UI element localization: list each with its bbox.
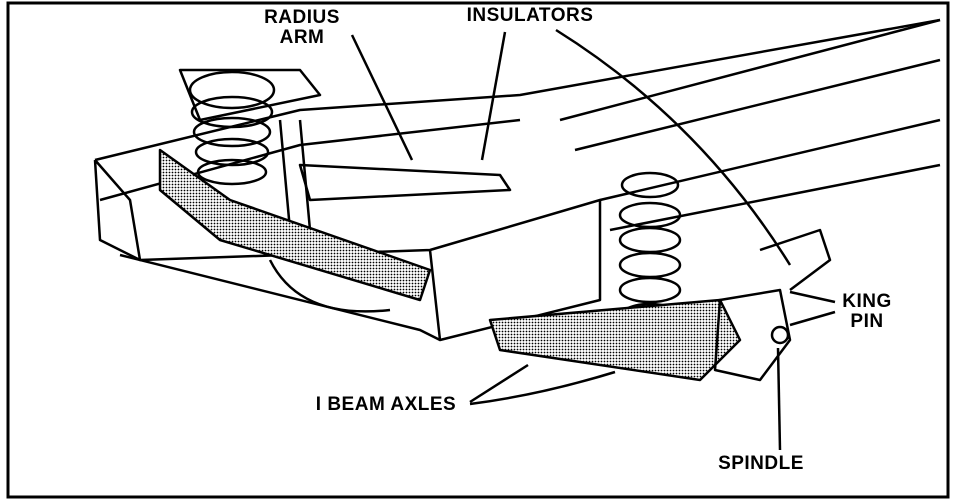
king-pin-leader-2 [789, 310, 836, 327]
i-beam-axles-label: I BEAM AXLES [315, 394, 457, 415]
radius-arm [298, 163, 512, 202]
left-i-beam [158, 148, 432, 302]
king-pin-leader-1 [789, 290, 836, 304]
radius-arm-label-line2: ARM [279, 27, 325, 48]
spindle-knuckle [713, 288, 792, 382]
i-beam-leader-2 [469, 370, 616, 406]
left-frame-rail [94, 18, 941, 202]
insulators-label: INSULATORS [466, 5, 594, 26]
spindle-label: SPINDLE [718, 453, 804, 474]
insulators-leader-2 [555, 28, 792, 266]
radius-arm-label: RADIUS ARM [262, 8, 342, 48]
left-coil-spring [188, 70, 276, 186]
king-pin-label-line2: PIN [850, 311, 884, 332]
radius-arm-label-line1: RADIUS [264, 7, 340, 28]
frame-border [6, 1, 950, 499]
right-frame-rail [559, 18, 941, 232]
insulators-leader-1 [480, 31, 507, 161]
i-beam-leader-1 [469, 363, 529, 404]
king-pin-label: KING PIN [832, 292, 902, 332]
crossmember [93, 159, 602, 342]
right-i-beam [488, 298, 742, 382]
spindle-leader [776, 347, 782, 451]
king-pin-label-line1: KING [842, 291, 892, 312]
radius-arm-leader [350, 34, 414, 161]
